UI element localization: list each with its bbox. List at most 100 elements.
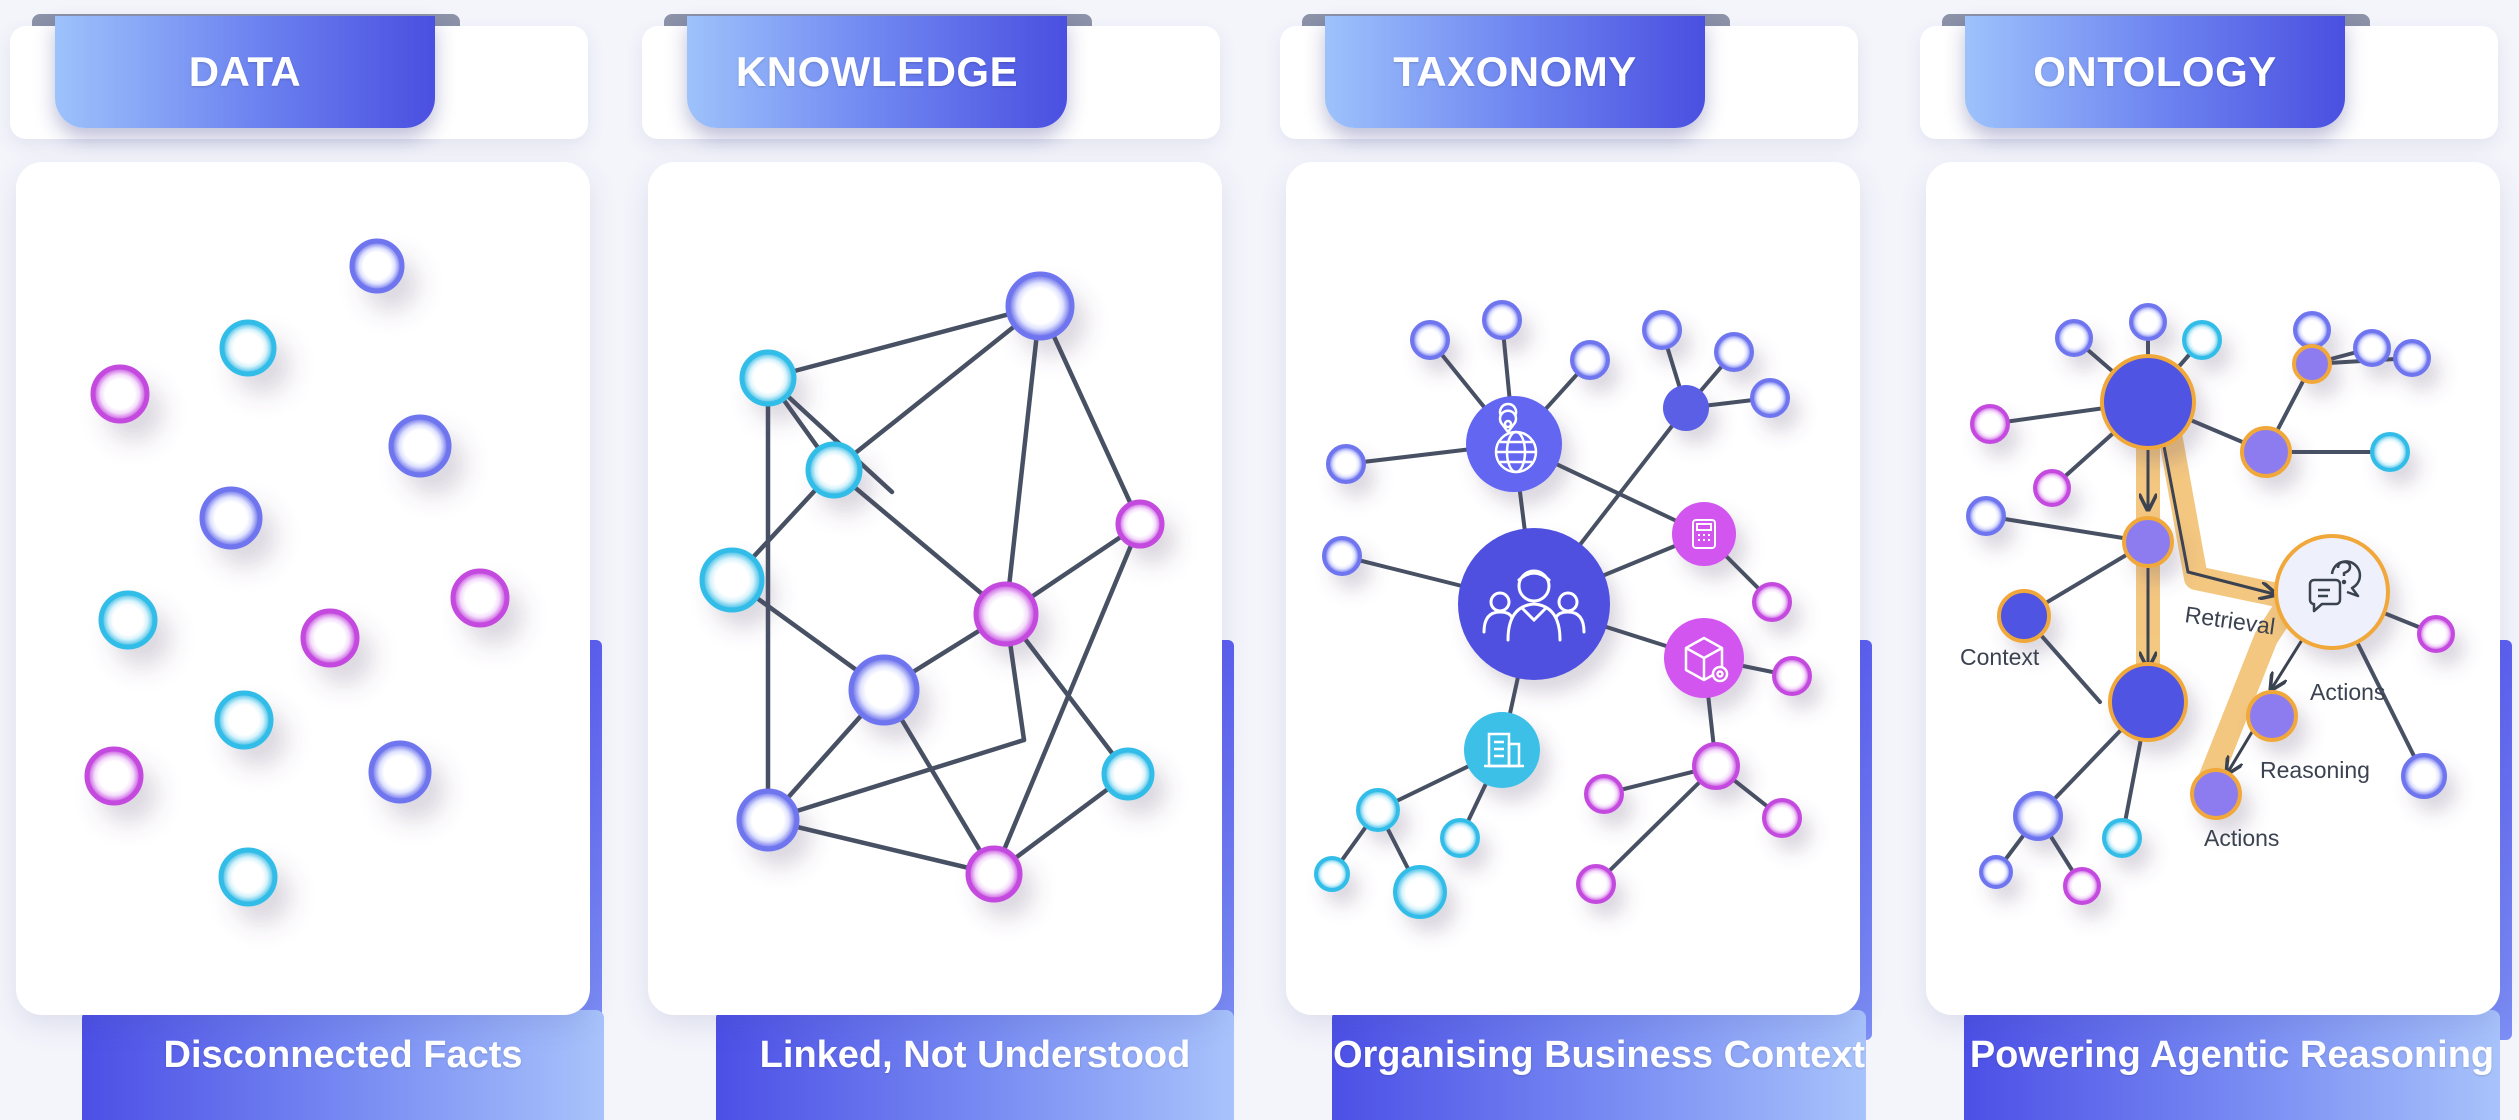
node — [2182, 320, 2222, 360]
node — [214, 690, 274, 750]
node — [2122, 516, 2174, 568]
caption-bar: Powering Agentic Reasoning — [1964, 1010, 2500, 1120]
node — [1970, 404, 2010, 444]
node — [805, 441, 863, 499]
node — [218, 847, 278, 907]
panel-title: ONTOLOGY — [2033, 48, 2277, 95]
node — [1979, 855, 2013, 889]
node — [1762, 798, 1802, 838]
label-actions-lower: Actions — [2204, 825, 2279, 851]
diagram-card — [1286, 162, 1860, 1015]
panel-title: DATA — [188, 48, 302, 95]
node — [848, 654, 920, 726]
node — [1692, 742, 1740, 790]
caption-bar: Linked, Not Understood — [716, 1010, 1234, 1120]
node — [90, 364, 150, 424]
header-tab-taxonomy: TAXONOMY — [1325, 16, 1705, 128]
node — [1752, 582, 1792, 622]
panel-caption: Powering Agentic Reasoning — [1969, 1034, 2495, 1076]
node — [1663, 385, 1709, 431]
node — [1997, 589, 2051, 643]
diagram-card: Context Retrieval Actions Reasoning Acti… — [1926, 162, 2500, 1015]
panel-caption: Organising Business Context — [1332, 1034, 1866, 1076]
calculator-icon — [1672, 502, 1736, 566]
node — [2129, 303, 2167, 341]
label-reasoning: Reasoning — [2260, 757, 2370, 783]
panel-ontology: ONTOLOGY Powering Agentic Reasoning — [1920, 0, 2512, 1120]
node — [349, 238, 405, 294]
panel-taxonomy: TAXONOMY Organising Business Context — [1280, 0, 1872, 1120]
diagram-card — [16, 162, 590, 1015]
caption-bar: Disconnected Facts — [82, 1010, 604, 1120]
node — [965, 845, 1023, 903]
chat-question-icon — [2274, 534, 2390, 650]
taxonomy-tree-diagram — [1314, 300, 1812, 919]
node — [973, 581, 1039, 647]
node — [219, 319, 277, 377]
node — [2417, 615, 2455, 653]
panel-knowledge: KNOWLEDGE Linked, Not Understood — [642, 0, 1234, 1120]
node — [2292, 344, 2332, 384]
node — [1570, 340, 1610, 380]
label-context: Context — [1960, 644, 2040, 670]
node — [699, 547, 765, 613]
node — [1322, 536, 1362, 576]
globe-icon — [1466, 396, 1562, 492]
node — [199, 486, 263, 550]
panel-title: TAXONOMY — [1393, 48, 1637, 95]
node — [2353, 329, 2391, 367]
node — [2240, 426, 2292, 478]
node — [2401, 753, 2447, 799]
building-icon — [1464, 712, 1540, 788]
node — [1314, 856, 1350, 892]
node-group — [1966, 303, 2455, 905]
flow-arrows — [2148, 432, 2314, 772]
panel-title: KNOWLEDGE — [735, 48, 1019, 95]
node — [1576, 864, 1616, 904]
node — [739, 349, 797, 407]
node — [1115, 499, 1165, 549]
node — [1101, 747, 1155, 801]
node — [1440, 818, 1480, 858]
node — [736, 788, 800, 852]
node — [2063, 867, 2101, 905]
node — [2013, 791, 2063, 841]
node-group — [84, 238, 510, 907]
node — [1482, 300, 1522, 340]
node — [1410, 320, 1450, 360]
node — [450, 568, 510, 628]
node — [2190, 768, 2242, 820]
node-group — [1314, 300, 1812, 919]
node — [2393, 339, 2431, 377]
package-icon — [1664, 618, 1744, 698]
panel-caption: Linked, Not Understood — [759, 1034, 1191, 1076]
label-retrieval: Retrieval — [2183, 601, 2277, 639]
node — [1714, 332, 1754, 372]
node — [1326, 444, 1366, 484]
ontology-reasoning-diagram: Context Retrieval Actions Reasoning Acti… — [1960, 303, 2455, 905]
node — [1584, 774, 1624, 814]
node — [1642, 310, 1682, 350]
node — [1750, 378, 1790, 418]
header-tab-ontology: ONTOLOGY — [1965, 16, 2345, 128]
node — [1356, 788, 1400, 832]
node — [2055, 319, 2093, 357]
node — [2293, 311, 2331, 349]
node — [1393, 865, 1447, 919]
node — [388, 414, 452, 478]
node — [2108, 662, 2188, 742]
diagram-card — [648, 162, 1222, 1015]
node — [2246, 690, 2298, 742]
header-tab-data: DATA — [55, 16, 435, 128]
header-tab-knowledge: KNOWLEDGE — [687, 16, 1067, 128]
node — [1005, 271, 1075, 341]
node — [84, 746, 144, 806]
node-group — [699, 271, 1165, 903]
node — [2370, 432, 2410, 472]
node — [98, 590, 158, 650]
scattered-nodes-diagram — [84, 238, 510, 907]
people-icon — [1458, 528, 1610, 680]
node — [300, 608, 360, 668]
node — [1966, 496, 2006, 536]
label-actions-upper: Actions — [2310, 679, 2385, 705]
